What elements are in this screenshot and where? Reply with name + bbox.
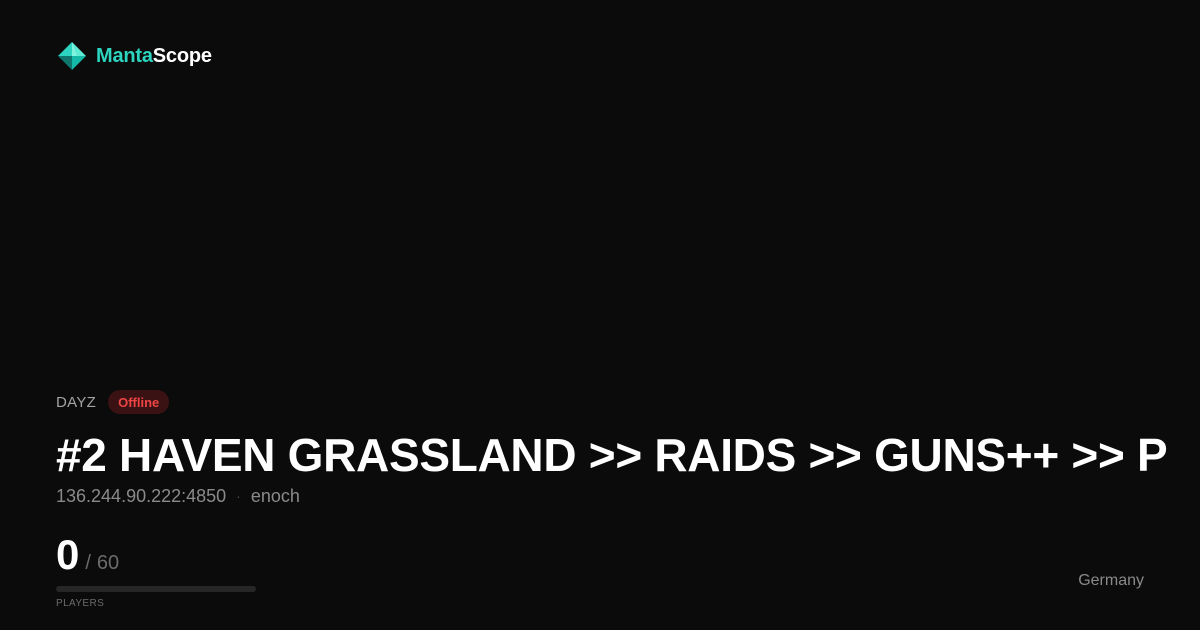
mantascope-logo-icon <box>58 42 86 70</box>
players-slash: / <box>85 552 91 574</box>
brand-name: MantaScope <box>96 45 212 68</box>
game-label: DAYZ <box>56 393 97 411</box>
brand-name-rest: Scope <box>152 44 212 67</box>
players-block: 0 / 60 PLAYERS <box>56 532 256 609</box>
status-badge: Offline <box>108 390 170 414</box>
players-progress-bar <box>56 586 256 592</box>
brand[interactable]: MantaScope <box>56 40 212 72</box>
players-current: 0 <box>56 531 80 578</box>
players-max: 60 <box>96 552 120 574</box>
server-country: Germany <box>1078 572 1144 589</box>
players-caption: PLAYERS <box>56 598 105 609</box>
brand-name-accent: Manta <box>96 44 153 67</box>
server-address[interactable]: 136.244.90.222:4850 <box>56 485 227 506</box>
server-address-row: 136.244.90.222:4850 · enoch <box>56 484 300 508</box>
server-meta-row: DAYZ Offline <box>56 389 170 415</box>
address-separator: · <box>236 488 241 504</box>
players-count: 0 / 60 <box>56 532 256 578</box>
server-map: enoch <box>250 485 300 506</box>
server-title: #2 HAVEN GRASSLAND >> RAIDS >> GUNS++ >>… <box>56 429 1168 481</box>
